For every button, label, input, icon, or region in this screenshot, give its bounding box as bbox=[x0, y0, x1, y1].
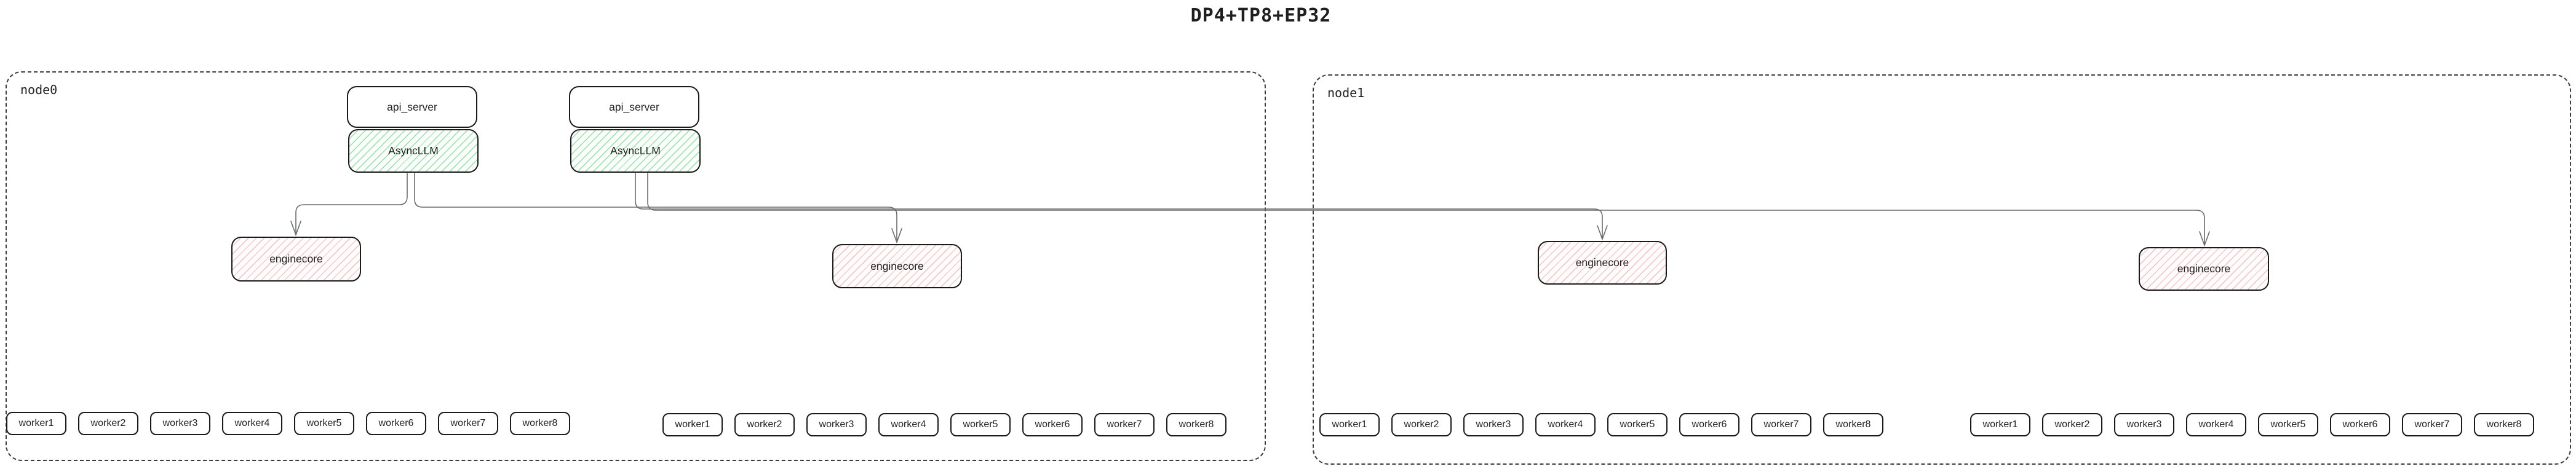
edge-asyncllm2-enginecore4 bbox=[647, 173, 2205, 245]
worker-box: worker2 bbox=[78, 412, 138, 435]
node1-container: node1 bbox=[1313, 74, 2571, 465]
enginecore-box-1: enginecore bbox=[231, 237, 361, 282]
worker-box: worker3 bbox=[1463, 413, 1524, 436]
node0-worker-group-2: worker1 worker2 worker3 worker4 worker5 worke… bbox=[662, 413, 1226, 436]
worker-box: worker7 bbox=[1751, 413, 1811, 436]
worker-box: worker5 bbox=[950, 413, 1011, 436]
worker-box: worker8 bbox=[1823, 413, 1883, 436]
worker-box: worker4 bbox=[878, 413, 939, 436]
worker-box: worker2 bbox=[2042, 413, 2102, 436]
node1-label: node1 bbox=[1327, 85, 1365, 100]
edge-asyncllm1-enginecore2 bbox=[414, 173, 897, 242]
worker-box: worker5 bbox=[294, 412, 354, 435]
worker-box: worker6 bbox=[366, 412, 426, 435]
worker-box: worker1 bbox=[6, 412, 66, 435]
arrowhead-enginecore1 bbox=[290, 221, 301, 237]
worker-box: worker1 bbox=[1319, 413, 1380, 436]
node1-worker-group-1: worker1 worker2 worker3 worker4 worker5 worke… bbox=[1319, 413, 1883, 436]
worker-box: worker7 bbox=[1094, 413, 1155, 436]
worker-box: worker4 bbox=[1535, 413, 1596, 436]
worker-box: worker8 bbox=[1166, 413, 1226, 436]
enginecore-box-4: enginecore bbox=[2139, 247, 2269, 291]
worker-box: worker6 bbox=[1679, 413, 1739, 436]
diagram-title: DP4+TP8+EP32 bbox=[1190, 5, 1332, 26]
arrowhead-enginecore4 bbox=[2199, 231, 2210, 247]
worker-box: worker8 bbox=[510, 412, 570, 435]
node0-worker-group-1: worker1 worker2 worker3 worker4 worker5 worke… bbox=[6, 412, 570, 435]
node0-label: node0 bbox=[20, 82, 58, 97]
worker-box: worker5 bbox=[1607, 413, 1668, 436]
worker-box: worker2 bbox=[1391, 413, 1452, 436]
worker-box: worker3 bbox=[150, 412, 210, 435]
api-server-box-1: api_server bbox=[347, 86, 477, 128]
worker-box: worker3 bbox=[806, 413, 867, 436]
worker-box: worker6 bbox=[1022, 413, 1083, 436]
asyncllm-box-2: AsyncLLM bbox=[570, 129, 701, 173]
edge-asyncllm1-enginecore1 bbox=[295, 173, 408, 234]
api-server-box-2: api_server bbox=[569, 86, 699, 128]
arrowhead-enginecore3 bbox=[1597, 225, 1608, 241]
worker-box: worker5 bbox=[2258, 413, 2318, 436]
node1-worker-group-2: worker1 worker2 worker3 worker4 worker5 worke… bbox=[1970, 413, 2534, 436]
worker-box: worker6 bbox=[2330, 413, 2390, 436]
arrowhead-enginecore2 bbox=[891, 228, 902, 244]
worker-box: worker1 bbox=[662, 413, 723, 436]
worker-box: worker3 bbox=[2114, 413, 2174, 436]
asyncllm-box-1: AsyncLLM bbox=[348, 129, 479, 173]
worker-box: worker8 bbox=[2474, 413, 2534, 436]
enginecore-box-2: enginecore bbox=[832, 244, 962, 288]
edge-asyncllm2-enginecore3 bbox=[635, 173, 1603, 238]
worker-box: worker7 bbox=[438, 412, 498, 435]
enginecore-box-3: enginecore bbox=[1538, 241, 1667, 285]
worker-box: worker1 bbox=[1970, 413, 2030, 436]
node0-container: node0 bbox=[6, 71, 1266, 461]
worker-box: worker4 bbox=[222, 412, 282, 435]
worker-box: worker2 bbox=[734, 413, 795, 436]
worker-box: worker7 bbox=[2402, 413, 2462, 436]
worker-box: worker4 bbox=[2186, 413, 2246, 436]
